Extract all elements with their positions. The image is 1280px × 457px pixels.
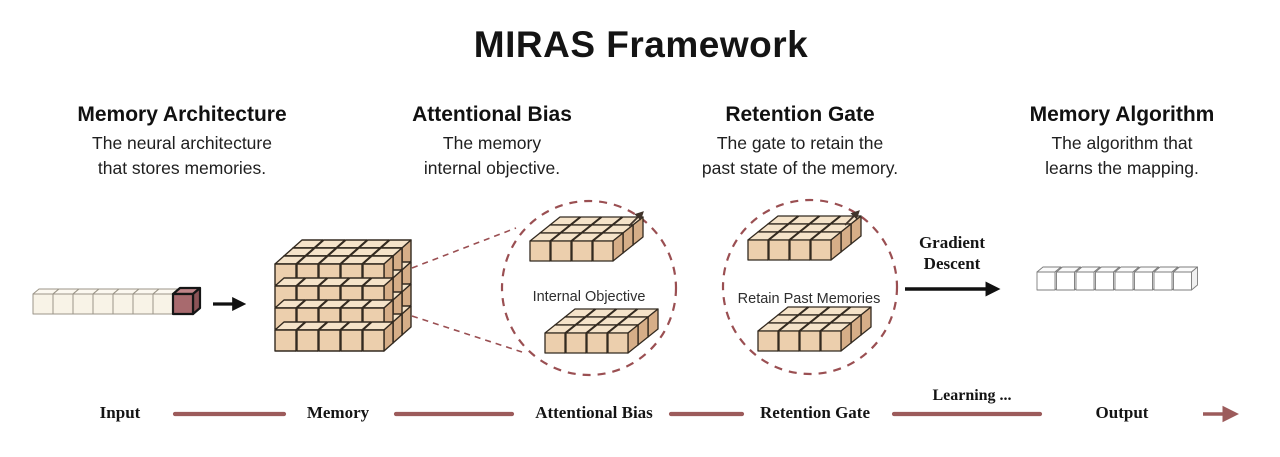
retention-gate-bottom-slab: [757, 306, 872, 352]
column-retention-gate: Retention Gate The gate to retain the pa…: [650, 103, 950, 181]
retention-gate-top-slab: [747, 215, 862, 261]
attentional-bias-top-slab: [529, 216, 644, 262]
column-attentional-bias: Attentional Bias The memory internal obj…: [342, 103, 642, 181]
column-description: The neural architecture that stores memo…: [92, 133, 272, 178]
column-memory-algorithm: Memory Algorithm The algorithm that lear…: [972, 103, 1272, 181]
output-cube-row: [1036, 266, 1198, 291]
column-memory-architecture: Memory Architecture The neural architect…: [32, 103, 332, 181]
page-title: MIRAS Framework: [473, 24, 809, 65]
column-heading: Memory Architecture: [77, 103, 287, 126]
column-description: The memory internal objective.: [423, 133, 561, 178]
timeline-label-output: Output: [1095, 403, 1149, 422]
memory-cube-stack: [274, 239, 412, 352]
retention-gate-slab-arrow: [844, 210, 860, 226]
internal-objective-label: Internal Objective: [532, 289, 646, 305]
attentional-bias-circle: [500, 199, 678, 377]
timeline-label-learning: Learning ...: [932, 387, 1012, 404]
gradient-descent-label: Gradient Descent: [918, 233, 986, 273]
column-description: The gate to retain the past state of the…: [701, 133, 899, 178]
timeline-label-input: Input: [99, 403, 141, 422]
timeline-label-attentional-bias: Attentional Bias: [535, 403, 653, 422]
attentional-bias-slab-arrow: [628, 211, 644, 227]
input-cube-row: [32, 288, 180, 315]
column-description: The algorithm that learns the mapping.: [1045, 133, 1199, 178]
attentional-bias-bottom-slab: [544, 308, 659, 354]
input-highlight-cube: [171, 286, 202, 316]
column-heading: Retention Gate: [725, 103, 875, 126]
column-heading: Memory Algorithm: [1029, 103, 1215, 126]
retention-gate-circle: [721, 198, 899, 376]
timeline-label-retention-gate: Retention Gate: [759, 403, 871, 422]
zoom-cone-lines: [411, 227, 523, 353]
timeline-label-memory: Memory: [306, 403, 370, 422]
retain-past-memories-label: Retain Past Memories: [737, 291, 881, 307]
column-heading: Attentional Bias: [412, 103, 572, 126]
